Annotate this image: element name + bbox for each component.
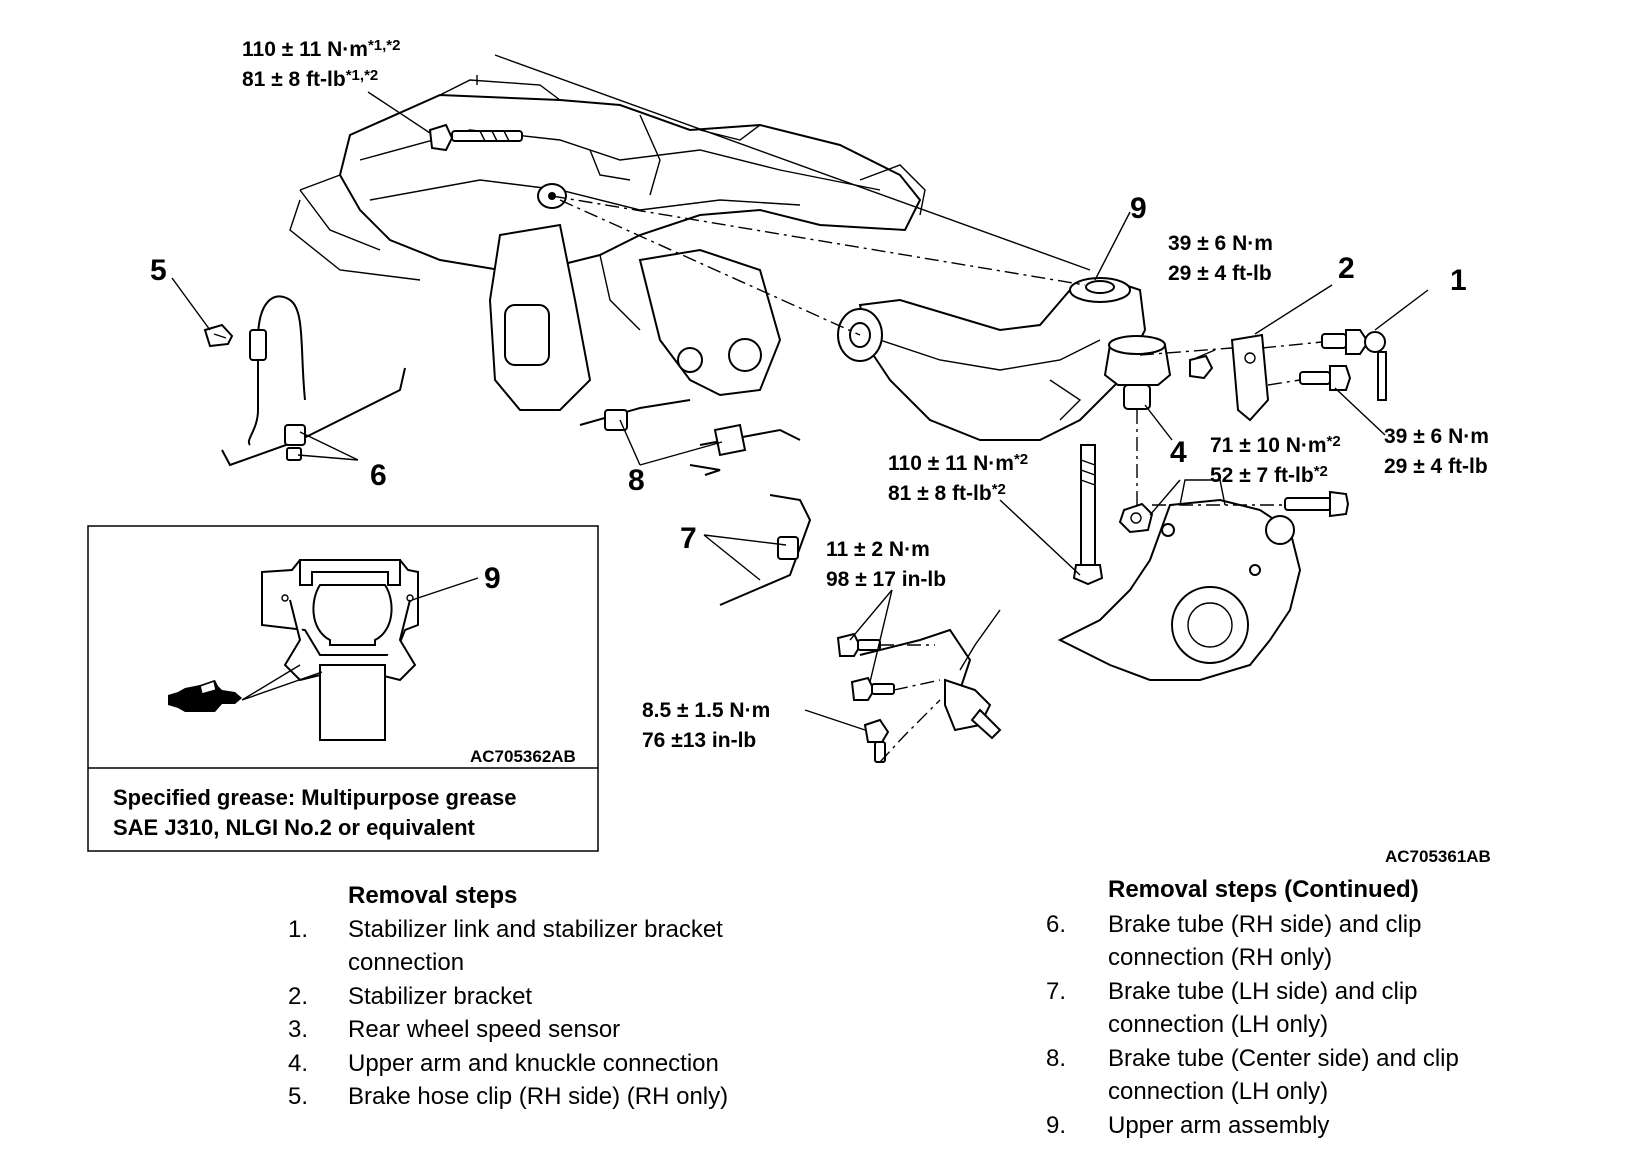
- step-1-num: 1.: [288, 916, 308, 943]
- bushing-cross-section: [261, 559, 419, 741]
- nut-bracket: [1189, 354, 1214, 380]
- callout-2: 2: [1338, 252, 1355, 285]
- t1-ft: 81 ± 8 ft-lb: [242, 68, 346, 91]
- t6-in: 98 ± 17 in-lb: [826, 568, 946, 591]
- t3-nm: 39 ± 6 N·m: [1384, 425, 1489, 448]
- inset-detail: 9 AC705362AB Specified grease: Multipurp…: [87, 525, 599, 852]
- step-1-line2: connection: [348, 949, 464, 976]
- step-8-num: 8.: [1046, 1045, 1066, 1072]
- callout-1: 1: [1450, 264, 1467, 297]
- torque-clip-bolts: 11 ± 2 N·m 98 ± 17 in-lb: [826, 538, 946, 591]
- callout-5: 5: [150, 254, 167, 287]
- crossmember: [289, 79, 926, 411]
- t1-nm: 110 ± 11 N·m: [242, 38, 368, 61]
- callout-8: 8: [628, 464, 645, 497]
- t4-ft-sup: *2: [1314, 463, 1328, 480]
- t3-ft: 29 ± 4 ft-lb: [1384, 455, 1488, 478]
- grease-note-line1: Specified grease: Multipurpose grease: [113, 785, 516, 810]
- grease-note-line2: SAE J310, NLGI No.2 or equivalent: [113, 815, 476, 840]
- callout-7: 7: [680, 522, 697, 555]
- t1-nm-sup: *1,*2: [368, 37, 401, 54]
- removal-steps-title: Removal steps: [348, 882, 517, 909]
- sensor-bolt-3: [863, 718, 890, 763]
- step-7-line1: Brake tube (LH side) and clip: [1108, 978, 1418, 1005]
- t1-ft-sup: *1,*2: [346, 67, 379, 84]
- upper-arm-assembly: [837, 277, 1172, 441]
- callout-9: 9: [1130, 192, 1147, 225]
- removal-steps: Removal steps 1. Stabilizer link and sta…: [288, 882, 728, 1110]
- callout-4: 4: [1170, 436, 1187, 469]
- step-1-line1: Stabilizer link and stabilizer bracket: [348, 916, 723, 943]
- t5-ft-sup: *2: [992, 481, 1006, 498]
- step-5-num: 5.: [288, 1083, 308, 1110]
- step-2-line1: Stabilizer bracket: [348, 983, 532, 1010]
- figure-code: AC705361AB: [1385, 847, 1491, 866]
- step-6-line2: connection (RH only): [1108, 944, 1332, 971]
- svg-text:110 ± 11 N·m*2: 110 ± 11 N·m*2: [888, 451, 1028, 475]
- brake-hose: [247, 295, 306, 446]
- svg-text:52 ± 7 ft-lb*2: 52 ± 7 ft-lb*2: [1210, 463, 1328, 487]
- svg-text:71 ± 10 N·m*2: 71 ± 10 N·m*2: [1210, 433, 1341, 457]
- callout-6: 6: [370, 459, 387, 492]
- t5-nm-sup: *2: [1014, 451, 1028, 468]
- torque-link-bolt: 39 ± 6 N·m 29 ± 4 ft-lb: [1384, 425, 1489, 478]
- stabilizer-bracket: [1230, 333, 1270, 422]
- svg-text:81 ± 8 ft-lb*2: 81 ± 8 ft-lb*2: [888, 481, 1006, 505]
- t7-nm: 8.5 ± 1.5 N·m: [642, 699, 770, 722]
- knuckle: [1057, 479, 1302, 681]
- t4-nm: 71 ± 10 N·m: [1210, 434, 1327, 457]
- step-7-num: 7.: [1046, 978, 1066, 1005]
- svg-text:81 ± 8 ft-lb*1,*2: 81 ± 8 ft-lb*1,*2: [242, 67, 378, 91]
- torque-sensor-bolt: 8.5 ± 1.5 N·m 76 ±13 in-lb: [642, 699, 770, 752]
- upper-arm-bolt: [1284, 490, 1350, 518]
- t5-nm: 110 ± 11 N·m: [888, 452, 1014, 475]
- torque-knuckle-bolt: 110 ± 11 N·m*2 81 ± 8 ft-lb*2: [888, 451, 1028, 505]
- sensor-bolt-2: [850, 676, 895, 701]
- torque-bracket-nut: 39 ± 6 N·m 29 ± 4 ft-lb: [1168, 232, 1273, 285]
- grease-gun-icon: [168, 680, 242, 712]
- brake-hose-clip: [203, 323, 234, 348]
- svg-text:110 ± 11 N·m*1,*2: 110 ± 11 N·m*1,*2: [242, 37, 400, 61]
- step-2-num: 2.: [288, 983, 308, 1010]
- sensor-bolt-1: [836, 632, 881, 657]
- t6-nm: 11 ± 2 N·m: [826, 538, 930, 561]
- step-3-num: 3.: [288, 1016, 308, 1043]
- step-9-num: 9.: [1046, 1112, 1066, 1139]
- t5-ft: 81 ± 8 ft-lb: [888, 482, 992, 505]
- step-5-line1: Brake hose clip (RH side) (RH only): [348, 1083, 728, 1110]
- brake-tube-rh: [221, 367, 406, 467]
- knuckle-nut: [1118, 502, 1154, 534]
- removal-steps-continued: Removal steps (Continued) 6. Brake tube …: [1046, 876, 1459, 1139]
- assembly-lines: [171, 54, 1429, 763]
- wheel-speed-sensor: [859, 609, 1002, 740]
- brake-tube-lh: [719, 494, 812, 606]
- step-4-num: 4.: [288, 1050, 308, 1077]
- knuckle-bolt: [1072, 444, 1104, 586]
- torque-knuckle-nut: 71 ± 10 N·m*2 52 ± 7 ft-lb*2: [1210, 433, 1341, 487]
- brake-tube-center: [579, 399, 801, 476]
- t7-in: 76 ±13 in-lb: [642, 729, 756, 752]
- t4-nm-sup: *2: [1327, 433, 1341, 450]
- t2-ft: 29 ± 4 ft-lb: [1168, 262, 1272, 285]
- removal-steps-continued-title: Removal steps (Continued): [1108, 876, 1419, 903]
- t2-nm: 39 ± 6 N·m: [1168, 232, 1273, 255]
- torque-crossmember-bolt: 110 ± 11 N·m*1,*2 81 ± 8 ft-lb*1,*2: [242, 37, 400, 91]
- step-6-num: 6.: [1046, 911, 1066, 938]
- inset-callout-9: 9: [484, 562, 501, 595]
- step-9-line1: Upper arm assembly: [1108, 1112, 1329, 1139]
- t4-ft: 52 ± 7 ft-lb: [1210, 464, 1314, 487]
- step-8-line1: Brake tube (Center side) and clip: [1108, 1045, 1459, 1072]
- bolt-bracket: [1299, 365, 1352, 391]
- step-4-line1: Upper arm and knuckle connection: [348, 1050, 719, 1077]
- stabilizer-link: [1321, 329, 1387, 401]
- inset-figure-code: AC705362AB: [470, 747, 576, 766]
- step-8-line2: connection (LH only): [1108, 1078, 1328, 1105]
- step-3-line1: Rear wheel speed sensor: [348, 1016, 620, 1043]
- crossmember-bolt: [428, 123, 523, 152]
- step-6-line1: Brake tube (RH side) and clip: [1108, 911, 1421, 938]
- step-7-line2: connection (LH only): [1108, 1011, 1328, 1038]
